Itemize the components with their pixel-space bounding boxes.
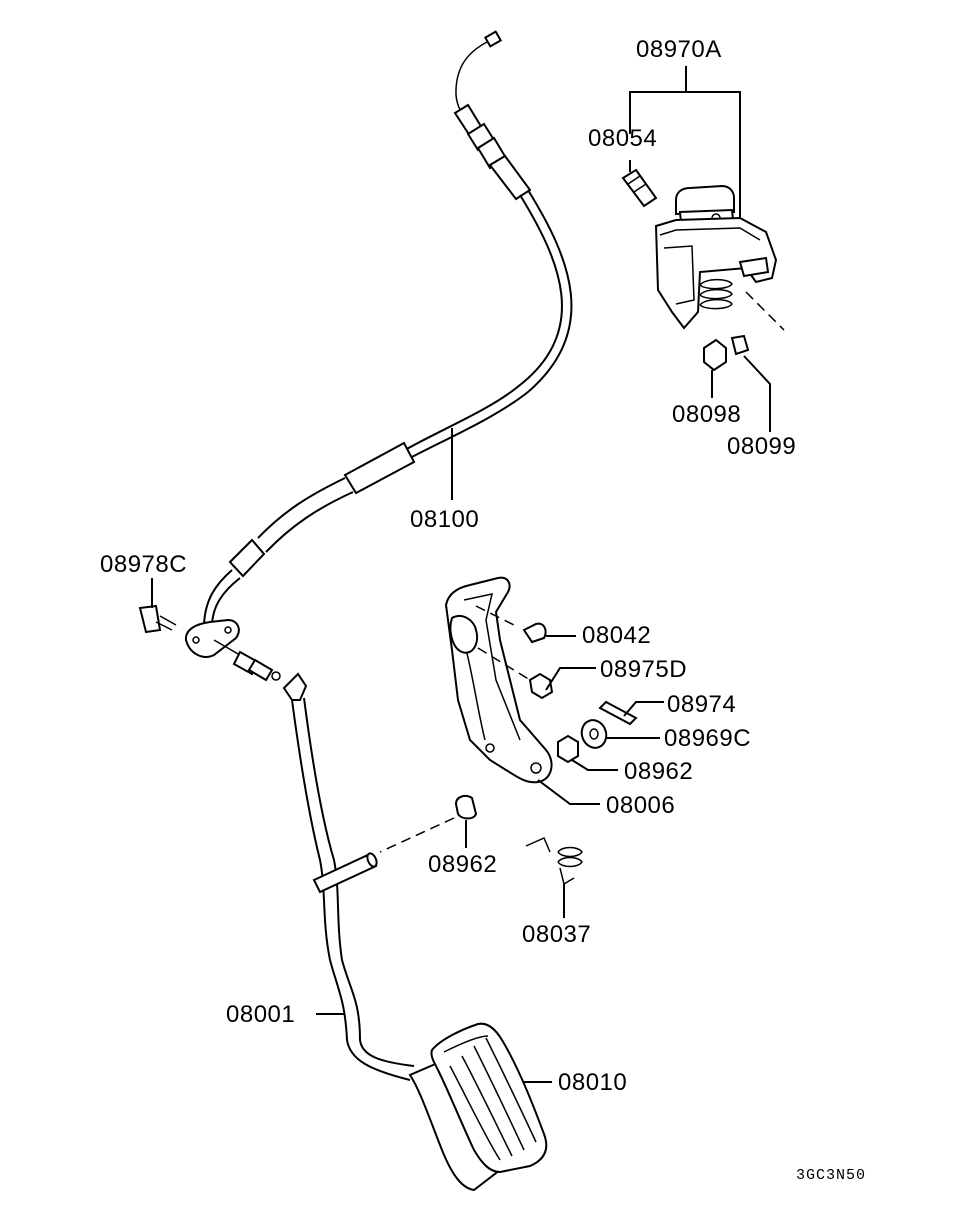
label-08099: 08099 xyxy=(727,433,796,460)
clip-08978C xyxy=(138,604,177,634)
label-08974: 08974 xyxy=(667,691,736,718)
accelerator-pedal-pad xyxy=(408,1022,548,1192)
label-08006: 08006 xyxy=(606,792,675,819)
throttle-actuator-assembly xyxy=(621,168,785,372)
label-08962-lower: 08962 xyxy=(428,851,497,878)
accelerator-pedal-arm xyxy=(282,672,415,1081)
label-08010: 08010 xyxy=(558,1069,627,1096)
label-08001: 08001 xyxy=(226,1001,295,1028)
diagram-code: 3GC3N50 xyxy=(796,1167,866,1184)
label-08100: 08100 xyxy=(410,506,479,533)
label-08054: 08054 xyxy=(588,125,657,152)
label-08975D: 08975D xyxy=(600,656,687,683)
leader-lines xyxy=(151,66,771,1083)
label-08978C: 08978C xyxy=(100,551,187,578)
label-08969C: 08969C xyxy=(664,725,751,752)
label-08962-upper: 08962 xyxy=(624,758,693,785)
pedal-bracket xyxy=(444,576,553,784)
label-08042: 08042 xyxy=(582,622,651,649)
label-08037: 08037 xyxy=(522,921,591,948)
label-08098: 08098 xyxy=(672,401,741,428)
small-fasteners xyxy=(379,622,638,886)
part-labels: 08970A 08054 08098 08099 08100 08978C 08… xyxy=(100,36,866,1184)
label-08970A: 08970A xyxy=(636,36,722,63)
accelerator-cable xyxy=(184,30,573,682)
